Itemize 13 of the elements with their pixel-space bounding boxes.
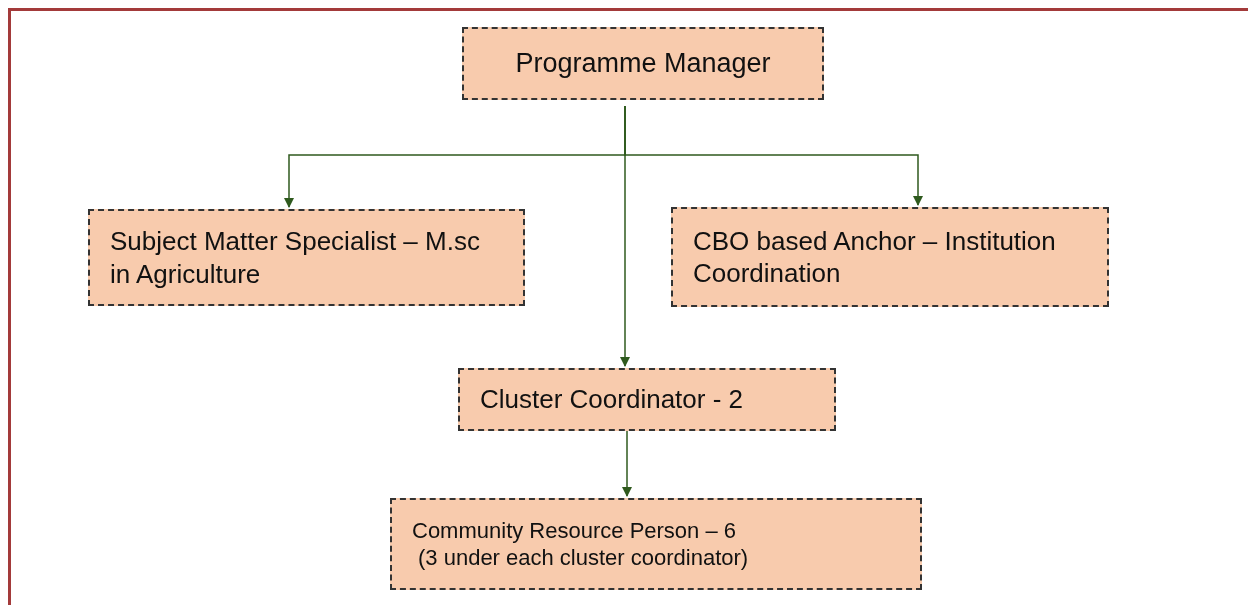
role-box: [671, 207, 1109, 307]
role-label: Programme Manager: [515, 46, 771, 80]
arrow: [620, 105, 630, 367]
role-label: Cluster Coordinator - 2: [480, 383, 743, 416]
arrow: [622, 430, 632, 497]
role-box: [458, 368, 836, 431]
role-box: [390, 498, 922, 590]
role-label: (3 under each cluster coordinator): [417, 544, 749, 572]
role-label: CBO based Anchor – Institution Coordination: [693, 224, 1057, 290]
role-label: Subject Matter Specialist – M.sc in Agriculture: [110, 225, 481, 290]
role-box: [88, 209, 525, 306]
role-box: [462, 27, 824, 100]
role-label: Community Resource Person – 6: [412, 516, 737, 544]
